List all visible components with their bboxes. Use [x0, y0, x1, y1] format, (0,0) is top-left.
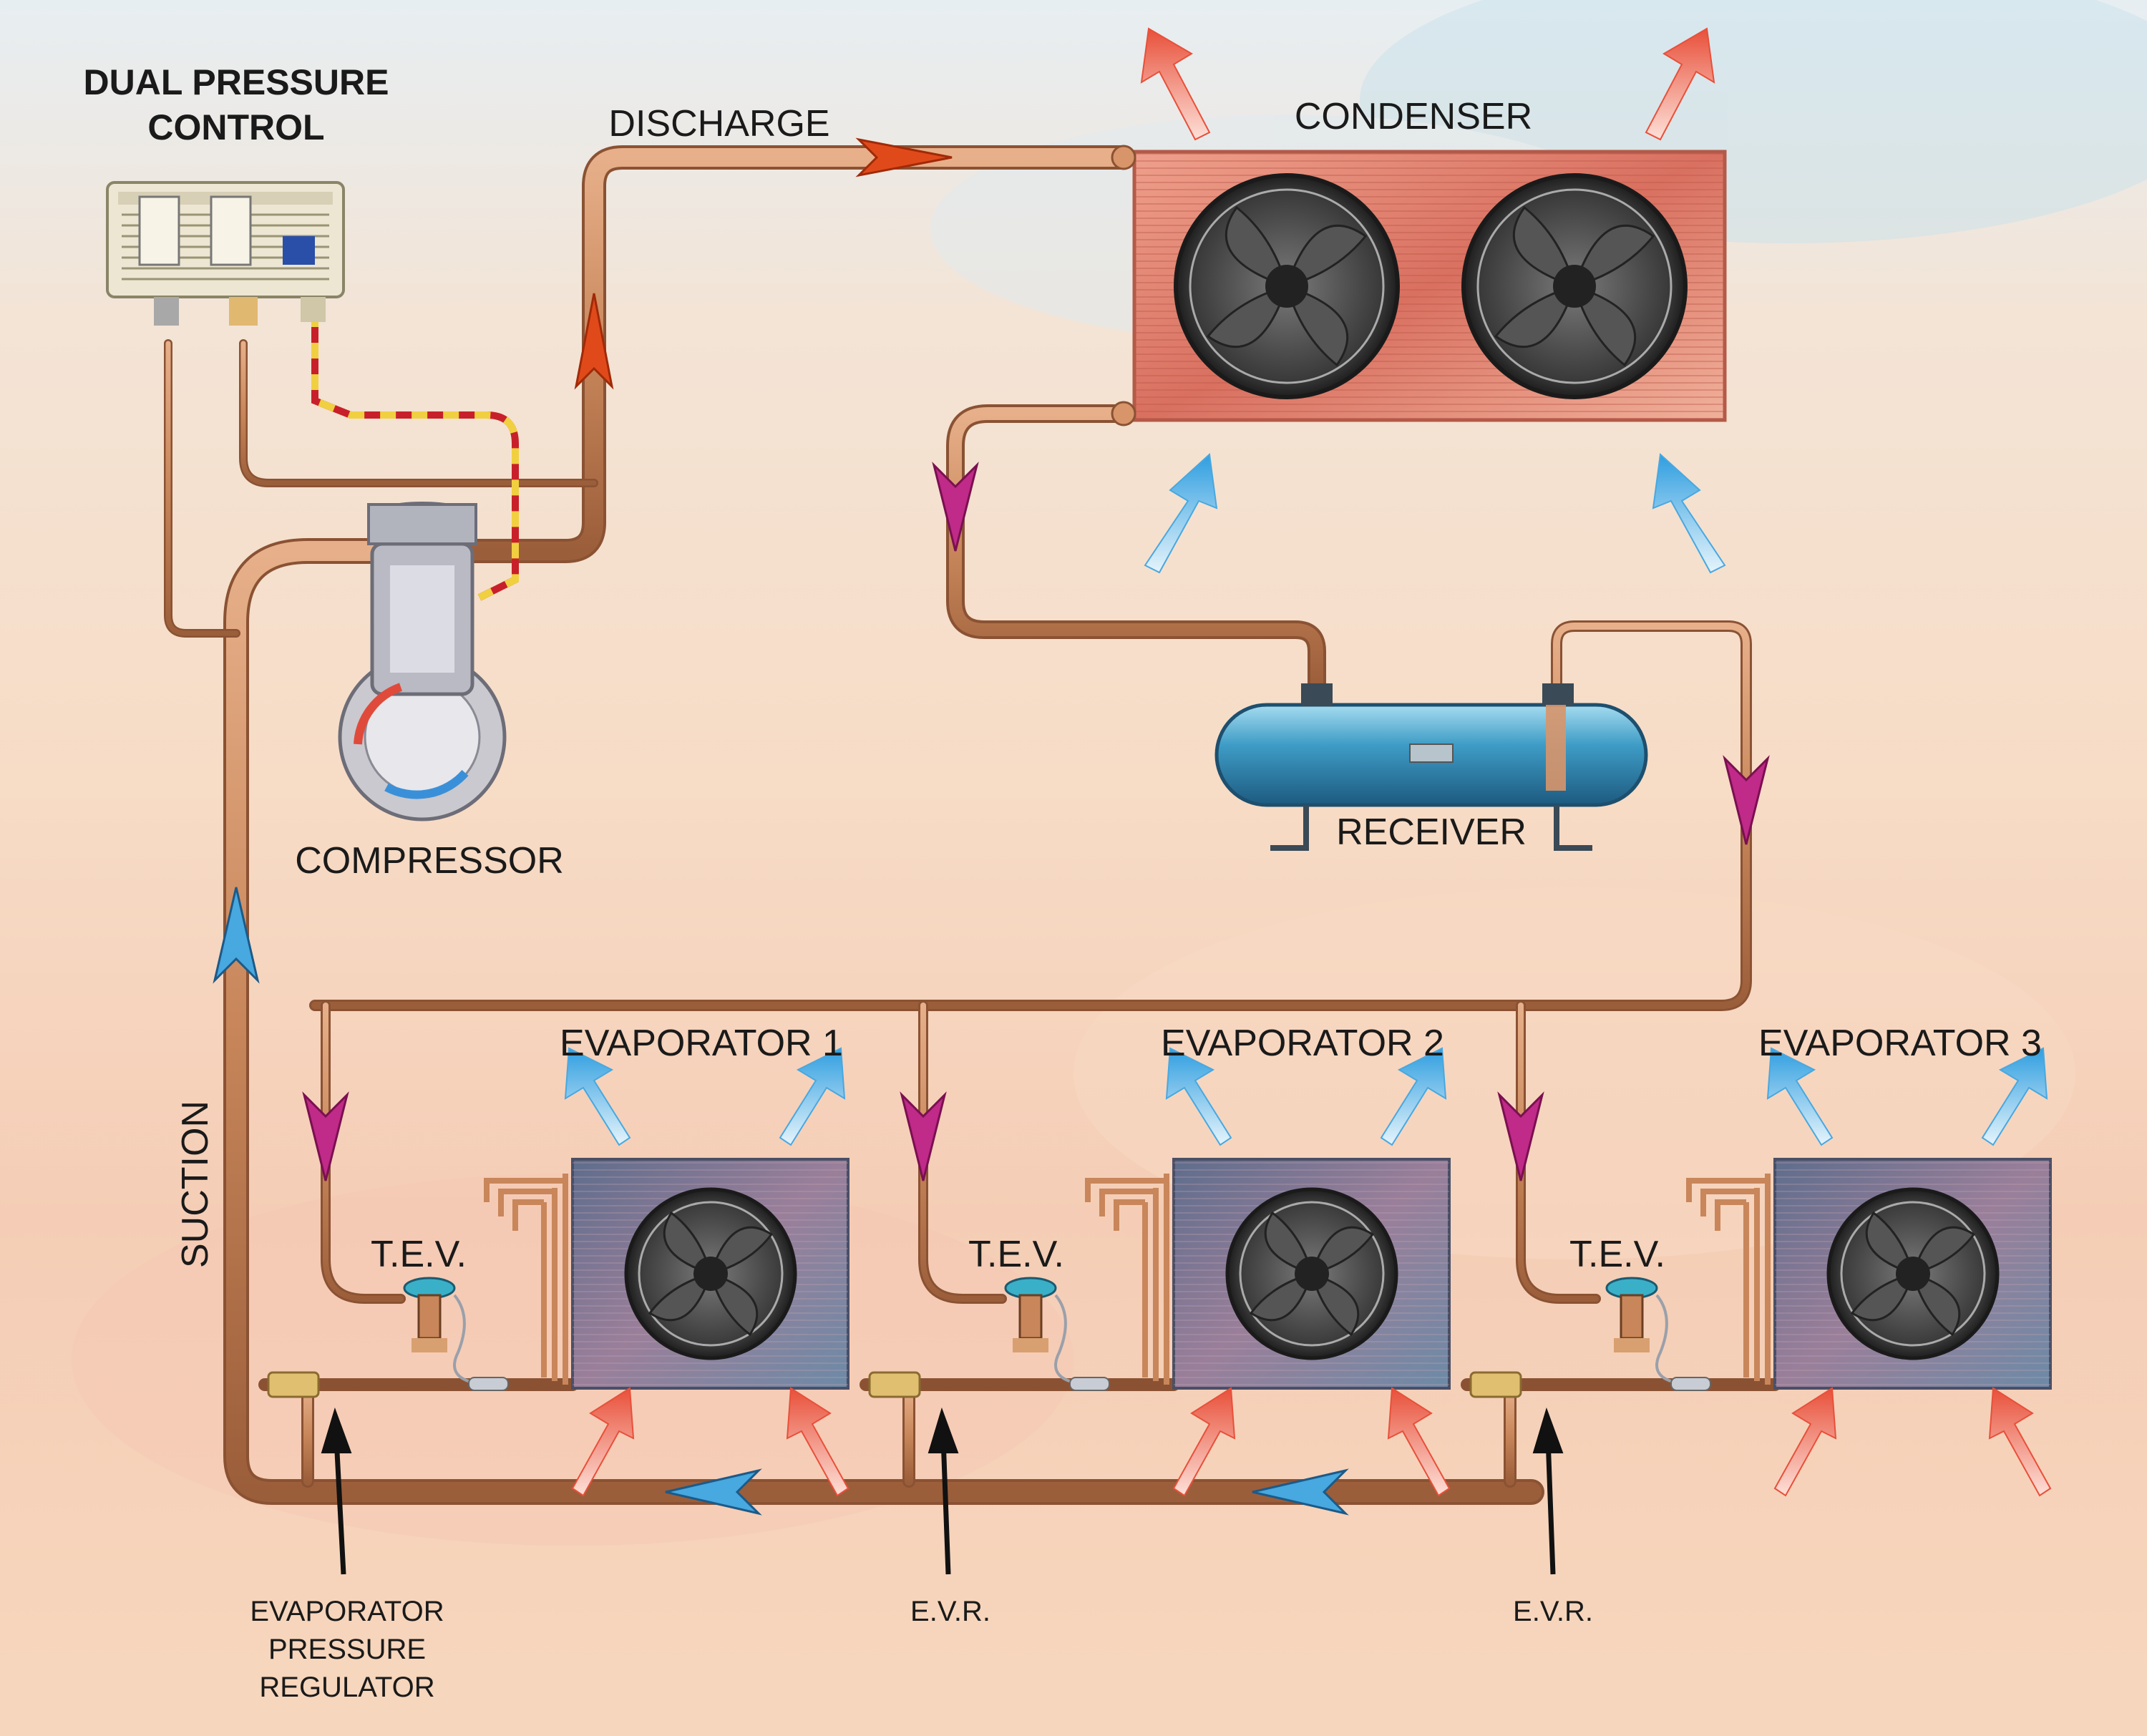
evaporator-unit-3	[1686, 1158, 2052, 1390]
receiver-label: RECEIVER	[1336, 811, 1527, 853]
evaporator-unit-2	[1085, 1158, 1451, 1390]
fan-icon	[1225, 1187, 1398, 1360]
receiver-tank-icon	[1214, 683, 1648, 851]
epr-label-1: EVAPORATOR	[250, 1596, 444, 1627]
condenser-unit	[1111, 145, 1727, 426]
condenser-label: CONDENSER	[1295, 96, 1532, 137]
airflow-arrows-hot	[1140, 27, 1715, 141]
compressor-icon	[338, 502, 507, 821]
tev-label-3: T.E.V.	[1569, 1234, 1665, 1275]
airflow-arrows-cold	[1144, 452, 1726, 574]
flow-arrow-icon	[213, 887, 1349, 1516]
airflow-arrows-cold	[564, 1047, 2048, 1146]
evaporator-3-label: EVAPORATOR 3	[1758, 1023, 2042, 1064]
solenoid-valve-icon	[267, 1371, 1522, 1398]
expansion-valve-icon	[1605, 1277, 1711, 1391]
pressure-switch-icon	[106, 181, 345, 326]
evr-label-1: E.V.R.	[910, 1596, 990, 1627]
tev-label-1: T.E.V.	[371, 1234, 467, 1275]
epr-label-2: PRESSURE	[268, 1634, 426, 1665]
compressor-label: COMPRESSOR	[295, 840, 564, 882]
discharge-label: DISCHARGE	[608, 103, 829, 145]
evr-label-2: E.V.R.	[1513, 1596, 1593, 1627]
fan-icon	[624, 1187, 797, 1360]
fan-icon	[1174, 173, 1400, 399]
expansion-valve-icon	[403, 1277, 509, 1391]
fan-icon	[1826, 1187, 2000, 1360]
suction-label: SUCTION	[175, 1101, 216, 1268]
dual-pressure-control-label-1: DUAL PRESSURE	[84, 62, 389, 102]
flow-arrow-icon	[302, 462, 1770, 1181]
evaporator-2-label: EVAPORATOR 2	[1161, 1023, 1444, 1064]
tev-label-2: T.E.V.	[968, 1234, 1064, 1275]
dual-pressure-control-label-2: CONTROL	[147, 107, 324, 147]
pointer-arrows	[321, 1407, 1564, 1575]
airflow-arrows-hot	[571, 1387, 2052, 1497]
flow-arrow-icon	[574, 137, 953, 390]
epr-label-3: REGULATOR	[259, 1672, 434, 1703]
fan-icon	[1461, 173, 1688, 399]
expansion-valve-icon	[1004, 1277, 1110, 1391]
evaporator-unit-1	[484, 1158, 849, 1390]
evaporator-1-label: EVAPORATOR 1	[560, 1023, 843, 1064]
